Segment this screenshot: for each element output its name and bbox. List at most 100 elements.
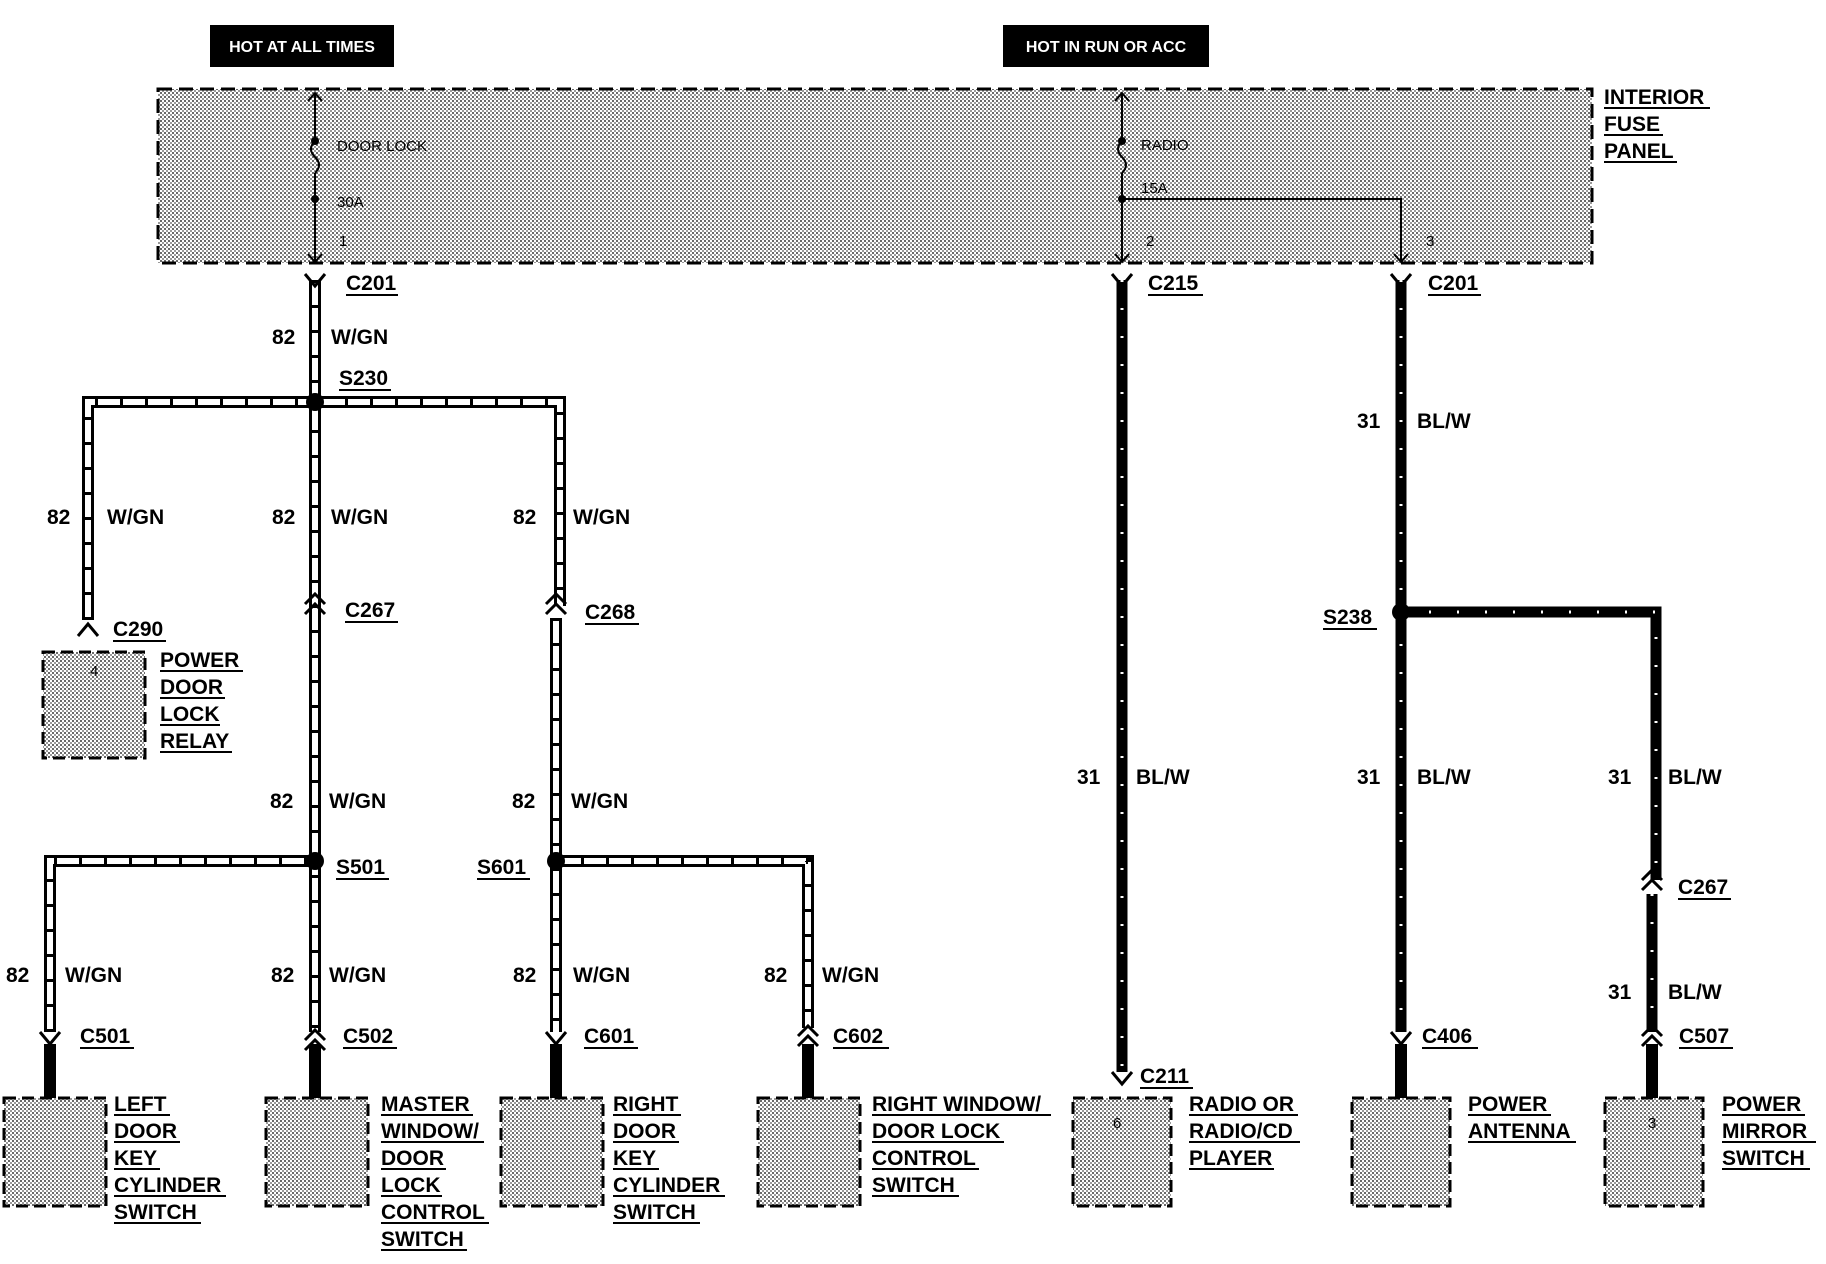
wire-label-color: W/GN: [573, 964, 630, 987]
fuse-door-lock-rating: 30A: [337, 194, 364, 211]
wire-label-circuit: 31: [1357, 766, 1381, 789]
connector-c201-left-symbol: [303, 273, 327, 289]
connector-c267-left-symbol: [303, 591, 327, 616]
fuse-radio-pin-3: 3: [1426, 233, 1434, 250]
connector-c602-label: C602: [833, 1025, 883, 1048]
fuse-door-lock: DOOR LOCK 30A 1: [307, 91, 427, 264]
rwdlcs-label-1: RIGHT WINDOW/: [872, 1093, 1041, 1116]
splice-s501-label: S501: [336, 856, 385, 879]
fuse-door-lock-name: DOOR LOCK: [337, 138, 427, 155]
component-master-window-door-lock-control-switch: MASTER WINDOW/ DOOR LOCK CONTROL SWITCH: [264, 1093, 489, 1251]
connector-c290-symbol: [76, 621, 100, 637]
connector-c267-right-symbol: [1640, 867, 1664, 892]
fuse-panel-label-line2: FUSE: [1604, 113, 1660, 136]
connector-c602-symbol: [796, 1023, 820, 1048]
component-power-mirror-switch: 3 POWER MIRROR SWITCH: [1603, 1093, 1816, 1208]
connector-c211-label: C211: [1140, 1065, 1189, 1088]
wire-label-circuit: 31: [1608, 981, 1632, 1004]
rdkcs-label-5: SWITCH: [613, 1201, 696, 1224]
splice-s230-dot: [306, 393, 324, 411]
fuse-door-lock-pin: 1: [339, 233, 347, 250]
splice-s501-dot: [306, 852, 324, 870]
ldkcs-label-4: CYLINDER: [114, 1174, 221, 1197]
header-hot-in-run-or-acc-text: HOT IN RUN OR ACC: [1026, 39, 1187, 56]
wire-label-circuit: 82: [513, 964, 536, 987]
antenna-label-1: POWER: [1468, 1093, 1547, 1116]
relay-label-1: POWER: [160, 649, 239, 672]
connector-c201-left-label: C201: [346, 272, 397, 295]
connector-c406-label: C406: [1422, 1025, 1472, 1048]
connector-c601-label: C601: [584, 1025, 635, 1048]
wire-label-circuit: 31: [1608, 766, 1632, 789]
radio-pin: 6: [1113, 1115, 1121, 1132]
connector-c268-symbol: [544, 591, 568, 616]
wire-label-color: W/GN: [571, 790, 628, 813]
header-hot-in-run-or-acc: HOT IN RUN OR ACC: [1003, 25, 1209, 67]
connector-c267-left-label: C267: [345, 599, 395, 622]
mirror-label-3: SWITCH: [1722, 1147, 1805, 1170]
rdkcs-label-2: DOOR: [613, 1120, 676, 1143]
connector-c215-symbol: [1110, 273, 1134, 289]
fuse-panel-label-line3: PANEL: [1604, 140, 1674, 163]
wire-label-color: BL/W: [1668, 766, 1722, 789]
wire-label-circuit: 82: [764, 964, 787, 987]
splice-s238-dot: [1392, 603, 1410, 621]
radio-label-1: RADIO OR: [1189, 1093, 1294, 1116]
wire-label-circuit: 82: [272, 506, 295, 529]
fuse-radio: RADIO 15A 2 3: [1114, 91, 1434, 264]
wire-label-color: W/GN: [331, 506, 388, 529]
connector-labels: C201 C215 C201 C290 C267 C268 C267 C501 …: [80, 272, 1733, 1089]
relay-label-4: RELAY: [160, 730, 229, 753]
connector-c290-label: C290: [113, 618, 163, 641]
wire-blw-main: [1116, 280, 1662, 1072]
wire-label-color: W/GN: [65, 964, 122, 987]
wire-label-color: BL/W: [1417, 410, 1471, 433]
wire-label-circuit: 31: [1077, 766, 1101, 789]
mwdlcs-label-4: LOCK: [381, 1174, 441, 1197]
rdkcs-label-4: CYLINDER: [613, 1174, 720, 1197]
wire-label-circuit: 82: [270, 790, 293, 813]
radio-label-3: PLAYER: [1189, 1147, 1272, 1170]
wire-label-circuit: 82: [272, 326, 295, 349]
wire-label-color: W/GN: [329, 790, 386, 813]
connector-c267-right-label: C267: [1678, 876, 1728, 899]
connector-c507-label: C507: [1679, 1025, 1729, 1048]
connector-c501-label: C501: [80, 1025, 131, 1048]
fuse-panel-label-line1: INTERIOR: [1604, 86, 1704, 109]
interior-fuse-panel: INTERIOR FUSE PANEL DOOR LOCK 30A 1: [156, 86, 1710, 265]
component-power-antenna: POWER ANTENNA: [1350, 1093, 1576, 1208]
splice-s230-label: S230: [339, 367, 388, 390]
component-left-door-key-cylinder-switch: LEFT DOOR KEY CYLINDER SWITCH: [2, 1093, 226, 1224]
connector-c268-label: C268: [585, 601, 636, 624]
relay-label-3: LOCK: [160, 703, 220, 726]
connector-c215-label: C215: [1148, 272, 1199, 295]
wire-label-color: W/GN: [331, 326, 388, 349]
header-hot-at-all-times: HOT AT ALL TIMES: [210, 25, 394, 67]
component-radio-or-radio-cd-player: 6 RADIO OR RADIO/CD PLAYER: [1071, 1093, 1300, 1208]
splice-s601-label: S601: [477, 856, 526, 879]
wire-labels: 82 W/GN 82 W/GN 82 W/GN 82 W/GN 82 W/GN …: [6, 326, 1722, 1004]
wire-label-color: W/GN: [107, 506, 164, 529]
component-stubs: [44, 1044, 1658, 1098]
splice-s601-dot: [547, 852, 565, 870]
ldkcs-label-1: LEFT: [114, 1093, 167, 1116]
splice-s238-label: S238: [1323, 606, 1372, 629]
fuse-radio-rating: 15A: [1141, 180, 1168, 197]
wire-label-color: BL/W: [1668, 981, 1722, 1004]
connector-c502-label: C502: [343, 1025, 393, 1048]
wire-label-circuit: 82: [47, 506, 70, 529]
connector-c211-symbol: [1110, 1071, 1134, 1087]
wire-label-color: BL/W: [1136, 766, 1190, 789]
connector-c502-symbol: [303, 1027, 327, 1052]
wire-label-circuit: 82: [513, 506, 536, 529]
mwdlcs-label-3: DOOR: [381, 1147, 444, 1170]
radio-label-2: RADIO/CD: [1189, 1120, 1293, 1143]
rdkcs-label-3: KEY: [613, 1147, 656, 1170]
antenna-label-2: ANTENNA: [1468, 1120, 1571, 1143]
wire-label-circuit: 82: [271, 964, 294, 987]
fuse-radio-pin-2: 2: [1146, 233, 1154, 250]
mirror-label-1: POWER: [1722, 1093, 1801, 1116]
splice-labels: S230 S501 S601 S238: [336, 367, 1377, 880]
